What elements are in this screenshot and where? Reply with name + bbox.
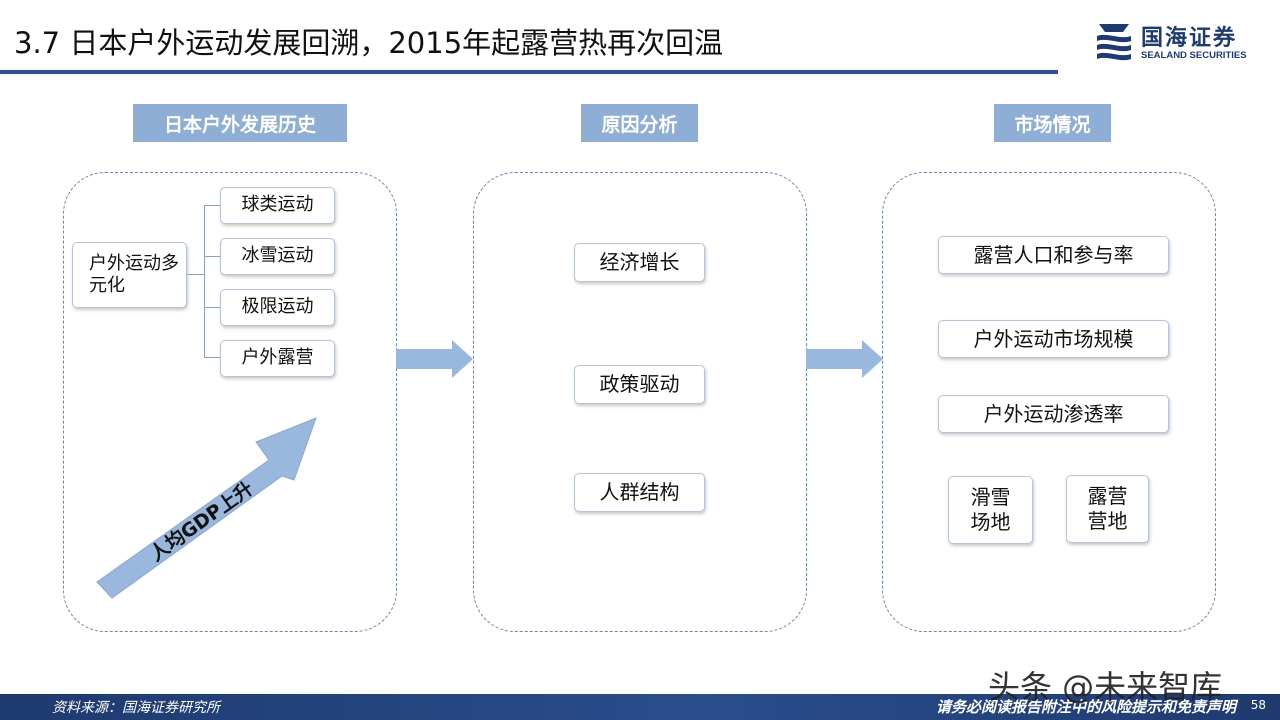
history-item-label: 冰雪运动 <box>241 245 314 267</box>
reason-item-label: 人群结构 <box>599 480 680 504</box>
watermark: 头条 @未来智库 <box>988 668 1223 706</box>
sealand-logo-icon <box>1097 24 1131 61</box>
history-bracket-tick <box>204 205 220 206</box>
disclaimer-text: 请务必阅读报告附注中的风险提示和免责声明 <box>935 698 1236 716</box>
page-number: 58 <box>1250 698 1266 712</box>
sealand-logo: 国海证券 SEALAND SECURITIES <box>1093 18 1273 66</box>
header-market: 市场情况 <box>994 104 1111 142</box>
history-item-label: 极限运动 <box>241 296 314 318</box>
history-bracket-tick <box>204 256 220 257</box>
panel-reasons <box>473 172 807 632</box>
history-item-label: 球类运动 <box>241 194 314 216</box>
source-note: 资料来源：国海证券研究所 <box>52 700 220 716</box>
history-item-box: 极限运动 <box>220 289 335 326</box>
history-bracket-stem <box>187 274 204 275</box>
market-small-label: 滑雪场地 <box>970 485 1011 534</box>
market-item-box: 户外运动市场规模 <box>938 320 1169 358</box>
page-title: 3.7 日本户外运动发展回溯，2015年起露营热再次回温 <box>14 26 724 60</box>
history-item-box: 球类运动 <box>220 187 335 224</box>
market-item-box: 户外运动渗透率 <box>938 395 1169 433</box>
reason-item-box: 政策驱动 <box>574 365 705 404</box>
market-item-box: 露营人口和参与率 <box>938 236 1169 274</box>
history-item-box: 冰雪运动 <box>220 238 335 275</box>
logo-cn-text: 国海证券 <box>1141 26 1238 51</box>
market-small-box: 露营营地 <box>1066 475 1149 543</box>
header-reasons: 原因分析 <box>581 104 698 142</box>
market-item-label: 户外运动市场规模 <box>973 326 1134 351</box>
market-item-label: 户外运动渗透率 <box>983 401 1124 426</box>
market-item-label: 露营人口和参与率 <box>973 242 1134 267</box>
header-history: 日本户外发展历史 <box>133 104 347 142</box>
history-root-label: 户外运动多元化 <box>89 252 179 297</box>
logo-en-text: SEALAND SECURITIES <box>1141 50 1247 61</box>
history-item-label: 户外露营 <box>241 347 314 369</box>
reason-item-label: 政策驱动 <box>599 372 680 396</box>
history-bracket-tick <box>204 307 220 308</box>
market-small-box: 滑雪场地 <box>948 476 1033 544</box>
panel-market <box>882 172 1216 632</box>
history-bracket-tick <box>204 357 220 358</box>
arrow-reasons-to-market <box>806 340 883 378</box>
reason-item-box: 人群结构 <box>574 473 705 512</box>
history-bracket <box>204 205 220 357</box>
footer-bar <box>0 694 1280 720</box>
reason-item-box: 经济增长 <box>574 243 705 282</box>
gdp-rise-label: 人均GDP上升 <box>145 477 257 566</box>
history-root-box: 户外运动多元化 <box>72 242 187 308</box>
market-small-label: 露营营地 <box>1087 484 1128 533</box>
history-item-box: 户外露营 <box>220 340 335 377</box>
reason-item-label: 经济增长 <box>599 250 680 274</box>
arrow-history-to-reasons <box>396 340 473 378</box>
gdp-rise-arrow: 人均GDP上升 <box>96 417 317 599</box>
title-underline <box>0 70 1058 74</box>
panel-history <box>63 172 397 632</box>
